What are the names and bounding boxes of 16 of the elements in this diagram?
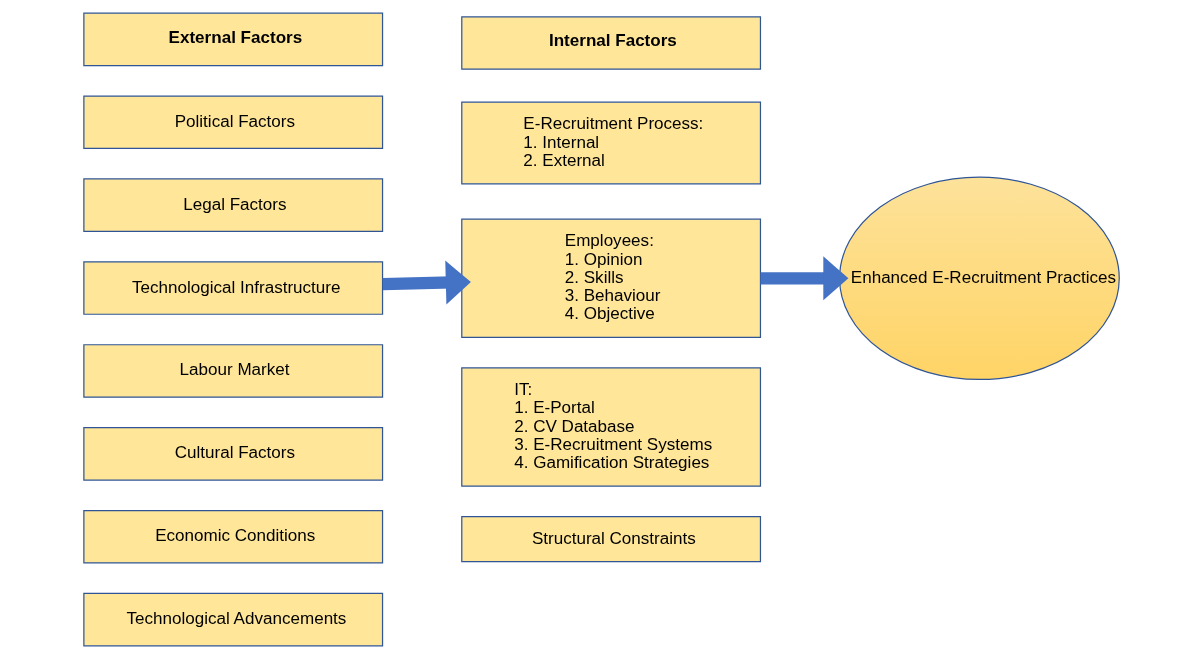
node-box: Economic Conditions: [83, 509, 384, 564]
arrow: [382, 260, 471, 305]
node-box: Cultural Factors: [83, 427, 384, 481]
node-box: External Factors: [83, 12, 384, 67]
node-box: Legal Factors: [83, 178, 384, 232]
node-box: E-Recruitment Process: 1. Internal 2. External: [461, 101, 762, 185]
node-box: Internal Factors: [461, 16, 762, 70]
arrow: [760, 256, 849, 301]
node-box: Structural Constraints: [461, 516, 762, 563]
node-box: Political Factors: [83, 95, 384, 150]
node-ellipse: Enhanced E-Recruitment Practices: [838, 176, 1120, 381]
node-box: Technological Infrastructure: [83, 261, 384, 315]
node-box: Labour Market: [83, 344, 384, 398]
node-box: Technological Advancements: [83, 592, 384, 647]
node-box: Employees: 1. Opinion 2. Skills 3. Behaviour 4. Objective: [461, 218, 762, 339]
node-box: IT: 1. E-Portal 2. CV Database 3. E-Recruitment Systems 4. Gamification Strategies: [461, 367, 762, 487]
